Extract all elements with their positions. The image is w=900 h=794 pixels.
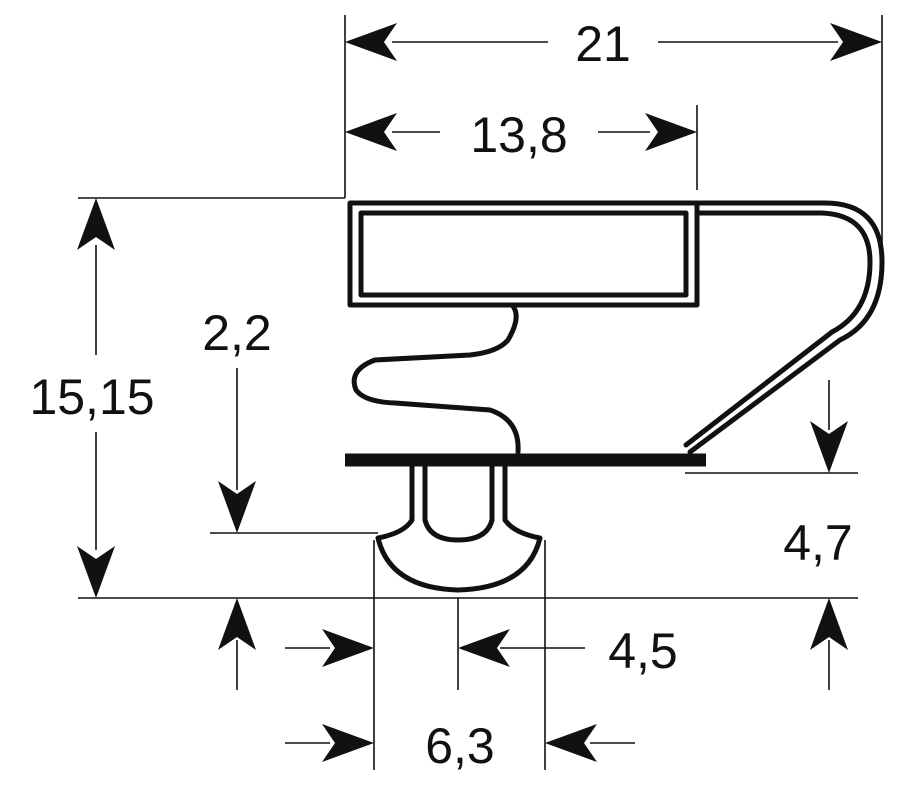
dim-label-overall-height: 15,15: [29, 369, 154, 425]
dim-label-dart-width: 6,3: [425, 718, 495, 774]
outer-bellow-inner: [683, 210, 873, 448]
dart-head-inner: [422, 517, 495, 543]
dimension-overall-width: 21: [345, 16, 882, 72]
arrow-left-icon: [345, 113, 397, 151]
dim-label-lip-height: 4,7: [783, 515, 853, 571]
arrow-up-icon: [77, 198, 115, 250]
dim-label-chamber-width: 13,8: [470, 107, 567, 163]
magnet-chamber-inner: [358, 210, 689, 298]
dim-label-dart-offset: 4,5: [608, 623, 678, 679]
dim-label-overall-width: 21: [575, 16, 631, 72]
dimension-lip-height: 4,7: [783, 380, 853, 690]
dart-head: [375, 517, 543, 593]
dimension-dart-height: 2,2: [202, 305, 272, 690]
gasket-profile: [345, 200, 885, 593]
arrow-up-icon: [810, 598, 848, 650]
extension-lines: [78, 15, 883, 770]
arrow-left-icon: [458, 629, 510, 667]
arrow-down-icon: [810, 421, 848, 473]
arrow-left-icon: [545, 724, 597, 762]
dimension-dart-offset: 4,5: [285, 623, 678, 679]
arrow-right-icon: [830, 23, 882, 61]
inner-fold: [351, 302, 521, 455]
dim-label-dart-height: 2,2: [202, 305, 272, 361]
dimension-dart-width: 6,3: [285, 718, 635, 774]
arrow-left-icon: [345, 23, 397, 61]
arrow-up-icon: [218, 598, 256, 650]
dimension-overall-height: 15,15: [29, 198, 155, 598]
magnet-chamber-outer: [347, 200, 700, 308]
arrow-right-icon: [322, 629, 374, 667]
arrow-right-icon: [645, 113, 697, 151]
arrow-right-icon: [322, 724, 374, 762]
dimension-chamber-width: 13,8: [345, 107, 697, 163]
outer-bellow: [687, 200, 885, 455]
arrow-down-icon: [77, 546, 115, 598]
arrow-down-icon: [218, 481, 256, 533]
